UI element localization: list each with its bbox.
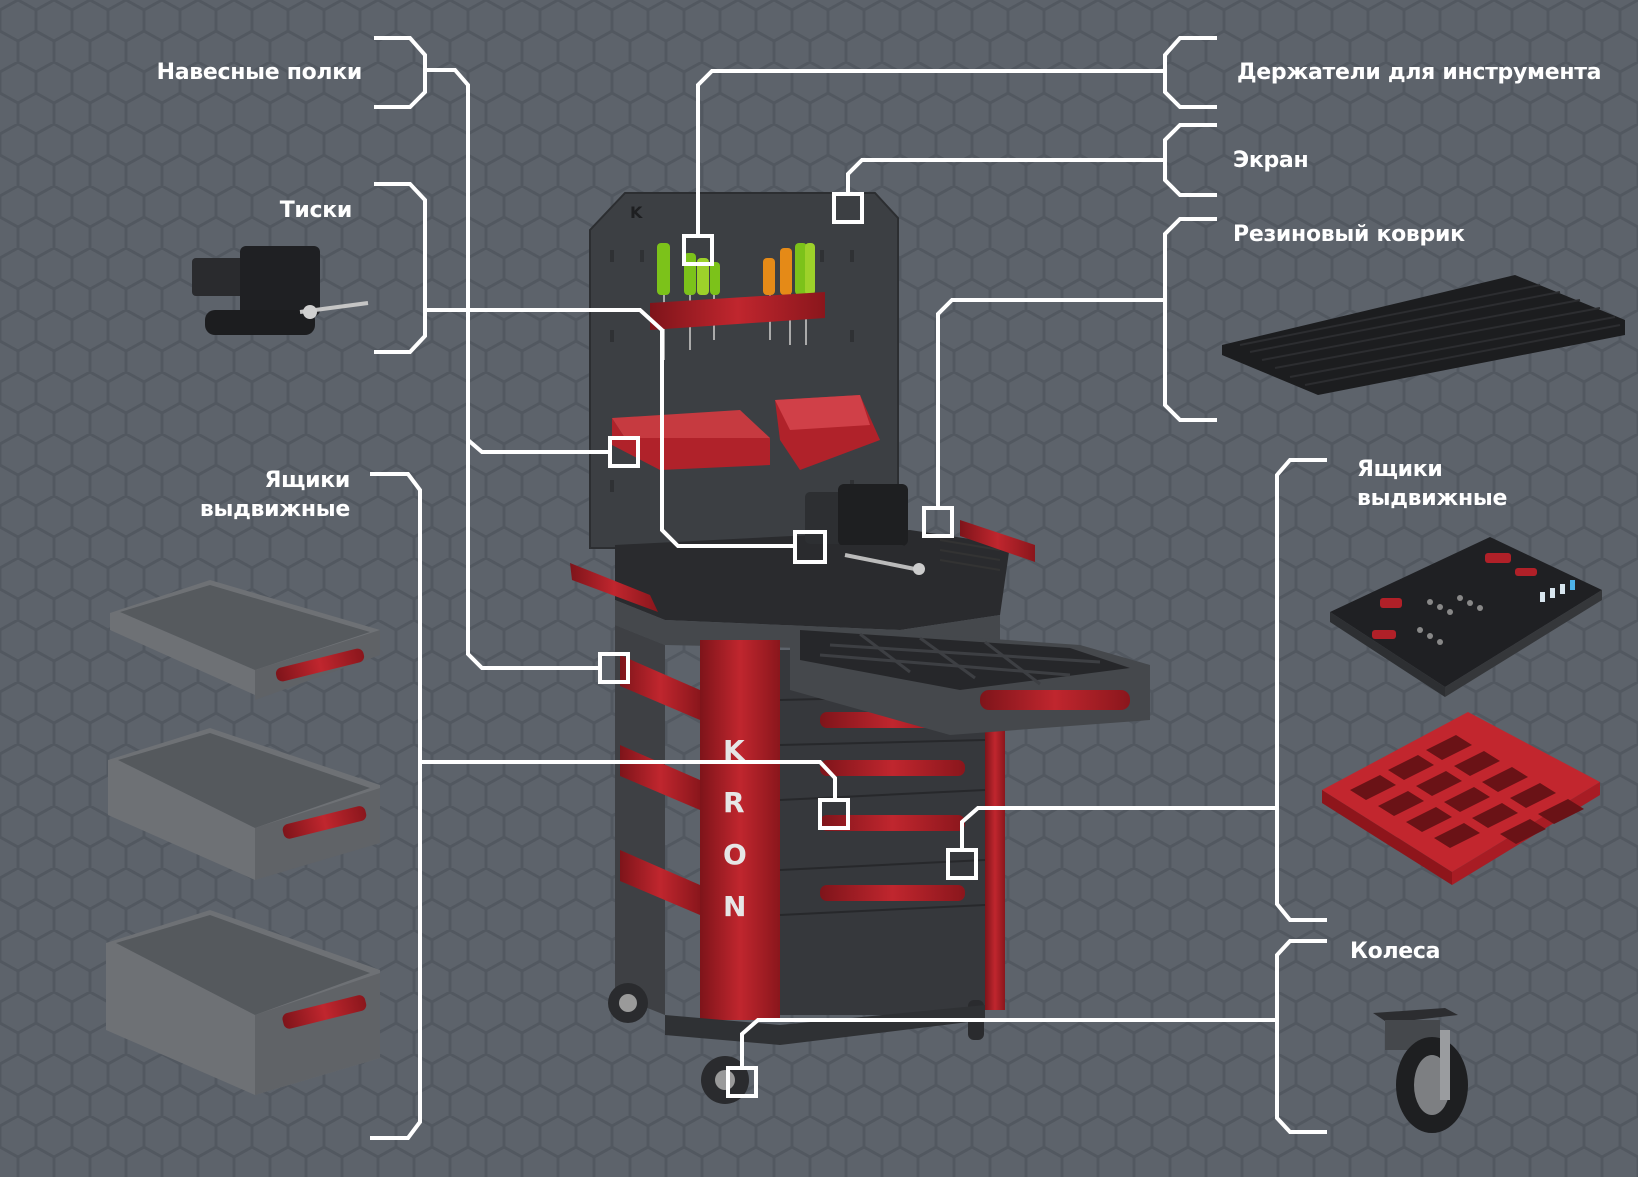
open-drawer-insert <box>800 630 1130 690</box>
bracket-hanging-shelves <box>374 36 427 109</box>
rubber-mat-grooves <box>939 539 1001 571</box>
leader-shelves-upper <box>425 68 610 454</box>
bracket-rubber-mat <box>1163 217 1217 422</box>
cabinet-base <box>665 1005 985 1045</box>
cabinet-left-side <box>615 625 665 1015</box>
leader-shelves-lower <box>466 440 600 670</box>
leader-drawers-right <box>960 806 1277 850</box>
label-hanging-shelves: Навесные полки <box>156 60 363 85</box>
tool-holder-bar <box>650 292 825 330</box>
label-tool-holders: Держатели для инструмента <box>1237 60 1602 85</box>
label-vise: Тиски <box>279 198 353 223</box>
marker-rubber-mat <box>922 506 954 538</box>
leader-tool-holders <box>696 69 1165 236</box>
marker-vise <box>793 530 827 564</box>
label-drawers-right-line1: Ящики <box>1357 457 1443 482</box>
deep-drawer <box>106 910 380 1095</box>
marker-shelf-lower <box>598 652 630 684</box>
label-rubber-mat: Резиновый коврик <box>1233 222 1465 247</box>
bracket-vise <box>374 182 427 354</box>
brand-letter-r: R <box>723 786 745 819</box>
brand-letter-k: K <box>723 734 746 767</box>
caster-wheel-image <box>1373 1008 1468 1133</box>
left-drawers-images <box>106 580 380 1095</box>
callout-lines <box>370 36 1327 1140</box>
marker-wheels <box>726 1066 758 1098</box>
leader-drawers-left <box>420 760 837 800</box>
marker-screen <box>832 192 864 224</box>
marker-shelf-upper <box>608 436 640 468</box>
brand-letter-o: O <box>723 838 747 871</box>
marker-tool-holders <box>682 234 714 266</box>
brand-letter-n: N <box>723 890 746 923</box>
label-drawers-left: Ящики выдвижные <box>200 466 350 524</box>
label-wheels: Колеса <box>1350 939 1441 964</box>
marker-drawers-right <box>946 848 978 880</box>
hanging-shelf-left <box>612 418 770 470</box>
open-drawer-handle <box>980 690 1130 710</box>
left-handle <box>570 563 658 612</box>
leader-rubber-mat <box>936 298 1165 508</box>
front-red-pillar <box>700 640 780 1020</box>
leader-screen <box>846 158 1165 194</box>
bracket-drawers-right <box>1275 458 1327 922</box>
leader-vise <box>425 308 795 548</box>
label-drawers-left-line2: выдвижные <box>199 497 350 522</box>
bracket-drawers-left <box>370 472 422 1140</box>
medium-drawer <box>108 728 380 880</box>
right-handle <box>960 520 1035 562</box>
right-red-pillar <box>985 640 1005 1010</box>
label-screen: Экран <box>1233 148 1309 173</box>
worktop <box>615 530 1010 630</box>
open-drawer-grid <box>819 632 1101 686</box>
tool-cart: K <box>570 192 1150 1104</box>
bracket-wheels <box>1275 939 1327 1134</box>
label-drawers-right-line2: выдвижные <box>1357 486 1508 511</box>
red-grid-insert-image <box>1322 712 1600 885</box>
label-drawers-right: Ящики выдвижные <box>1357 455 1507 513</box>
foam-insert-image <box>1330 537 1602 697</box>
panel-logo: K <box>630 203 643 222</box>
leader-wheels <box>740 1018 1277 1068</box>
shallow-drawer <box>110 580 380 700</box>
marker-drawers-left <box>818 798 850 830</box>
vise-image <box>192 246 369 335</box>
label-drawers-left-line1: Ящики <box>264 468 350 493</box>
rubber-mat-image <box>1222 275 1625 395</box>
bracket-tool-holders <box>1163 36 1217 109</box>
